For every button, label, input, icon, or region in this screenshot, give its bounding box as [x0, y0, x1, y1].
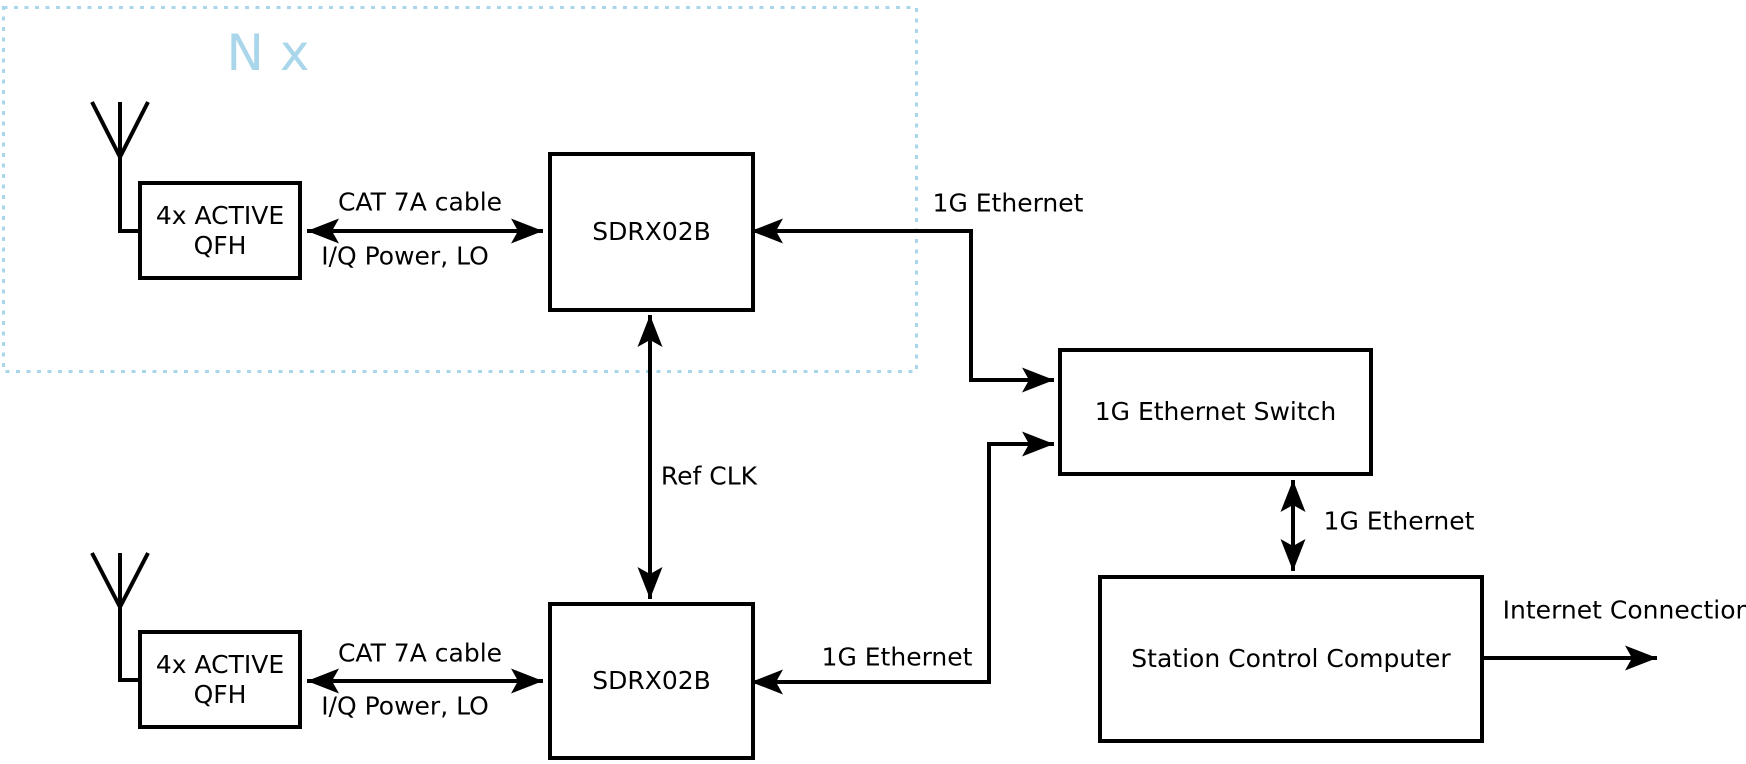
- node-label: 4x ACTIVE: [155, 200, 285, 230]
- edge-label-eth-bottom: 1G Ethernet: [821, 642, 973, 672]
- edge-label-cat7a-top: CAT 7A cable: [337, 187, 503, 217]
- node-label: QFH: [193, 230, 247, 260]
- node-label: SDRX02B: [592, 666, 711, 695]
- node-label: Station Control Computer: [1131, 644, 1451, 673]
- node-label: QFH: [193, 679, 247, 709]
- node-qfh-antenna-top: 4x ACTIVE QFH: [138, 181, 302, 280]
- edge-label-internet-connection: Internet Connection: [1502, 595, 1746, 625]
- edge-label-cat7a-bottom: CAT 7A cable: [337, 638, 503, 668]
- edge-label-iq-power-top: I/Q Power, LO: [321, 241, 489, 271]
- edge-eth-sdrx-bottom: [751, 431, 1054, 695]
- node-sdrx02b-top: SDRX02B: [548, 152, 755, 312]
- node-station-control-computer: Station Control Computer: [1098, 575, 1484, 743]
- node-qfh-antenna-bottom: 4x ACTIVE QFH: [138, 630, 302, 729]
- edge-eth-sdrx-top: [751, 218, 1054, 393]
- antenna-bottom-icon: [90, 552, 150, 682]
- node-label: 1G Ethernet Switch: [1094, 397, 1337, 426]
- edge-label-iq-power-bottom: I/Q Power, LO: [321, 691, 489, 721]
- replication-count-label: N x: [226, 24, 310, 82]
- edge-label-eth-switch-computer: 1G Ethernet: [1323, 506, 1475, 536]
- edge-label-ref-clk: Ref CLK: [660, 461, 758, 491]
- replication-frame: [2, 6, 918, 373]
- antenna-top-icon: [90, 101, 150, 233]
- node-label: SDRX02B: [592, 217, 711, 246]
- node-label: 4x ACTIVE: [155, 649, 285, 679]
- node-ethernet-switch: 1G Ethernet Switch: [1058, 348, 1373, 476]
- node-sdrx02b-bottom: SDRX02B: [548, 602, 755, 760]
- edge-label-eth-top: 1G Ethernet: [932, 188, 1084, 218]
